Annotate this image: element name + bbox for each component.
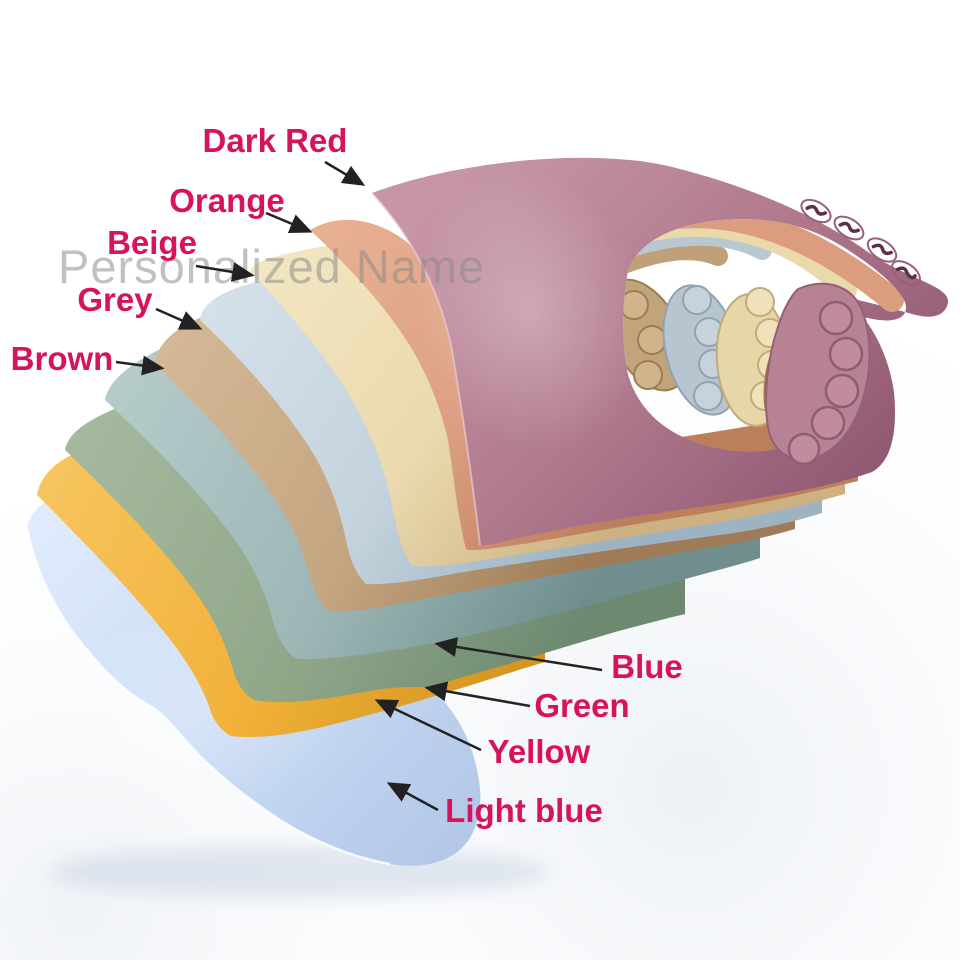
callout-labels: Dark Red Orange Beige Grey Brown Blue Gr…	[11, 122, 683, 829]
callouts: Dark Red Orange Beige Grey Brown Blue Gr…	[11, 122, 683, 829]
dark-red-button-tab	[765, 282, 871, 466]
arrow-brown	[115, 355, 165, 376]
snap-button	[824, 373, 860, 409]
arrow-yellow	[374, 699, 482, 752]
snap-button	[810, 405, 846, 441]
label-brown: Brown	[11, 340, 114, 377]
label-dark-red: Dark Red	[203, 122, 348, 159]
arrow-grey	[155, 307, 203, 330]
watermark-text: Personalized Name	[58, 240, 485, 293]
dark-red-edge-highlight	[371, 192, 481, 546]
arrow-beige	[195, 262, 255, 282]
arrow-dark-red	[324, 160, 366, 186]
arrow-orange	[265, 211, 313, 233]
label-beige: Beige	[107, 224, 197, 261]
strap-slots	[800, 198, 921, 286]
label-green: Green	[534, 687, 629, 724]
light-blue-edge-highlight	[25, 527, 391, 866]
arrow-blue	[434, 637, 603, 672]
label-orange: Orange	[169, 182, 285, 219]
label-light-blue: Light blue	[445, 792, 603, 829]
snap-button	[818, 300, 854, 336]
snap-button	[787, 432, 821, 466]
snap-button	[828, 336, 864, 372]
label-grey: Grey	[77, 281, 153, 318]
dark-red-sheen	[412, 166, 648, 454]
bib-stack	[25, 157, 949, 866]
label-blue: Blue	[611, 648, 683, 685]
arrow-light-blue	[386, 782, 439, 812]
label-yellow: Yellow	[488, 733, 591, 770]
floor-shadow	[50, 846, 550, 898]
orange-strap	[650, 219, 904, 312]
arrow-green	[424, 681, 531, 708]
callout-arrows	[115, 160, 603, 812]
